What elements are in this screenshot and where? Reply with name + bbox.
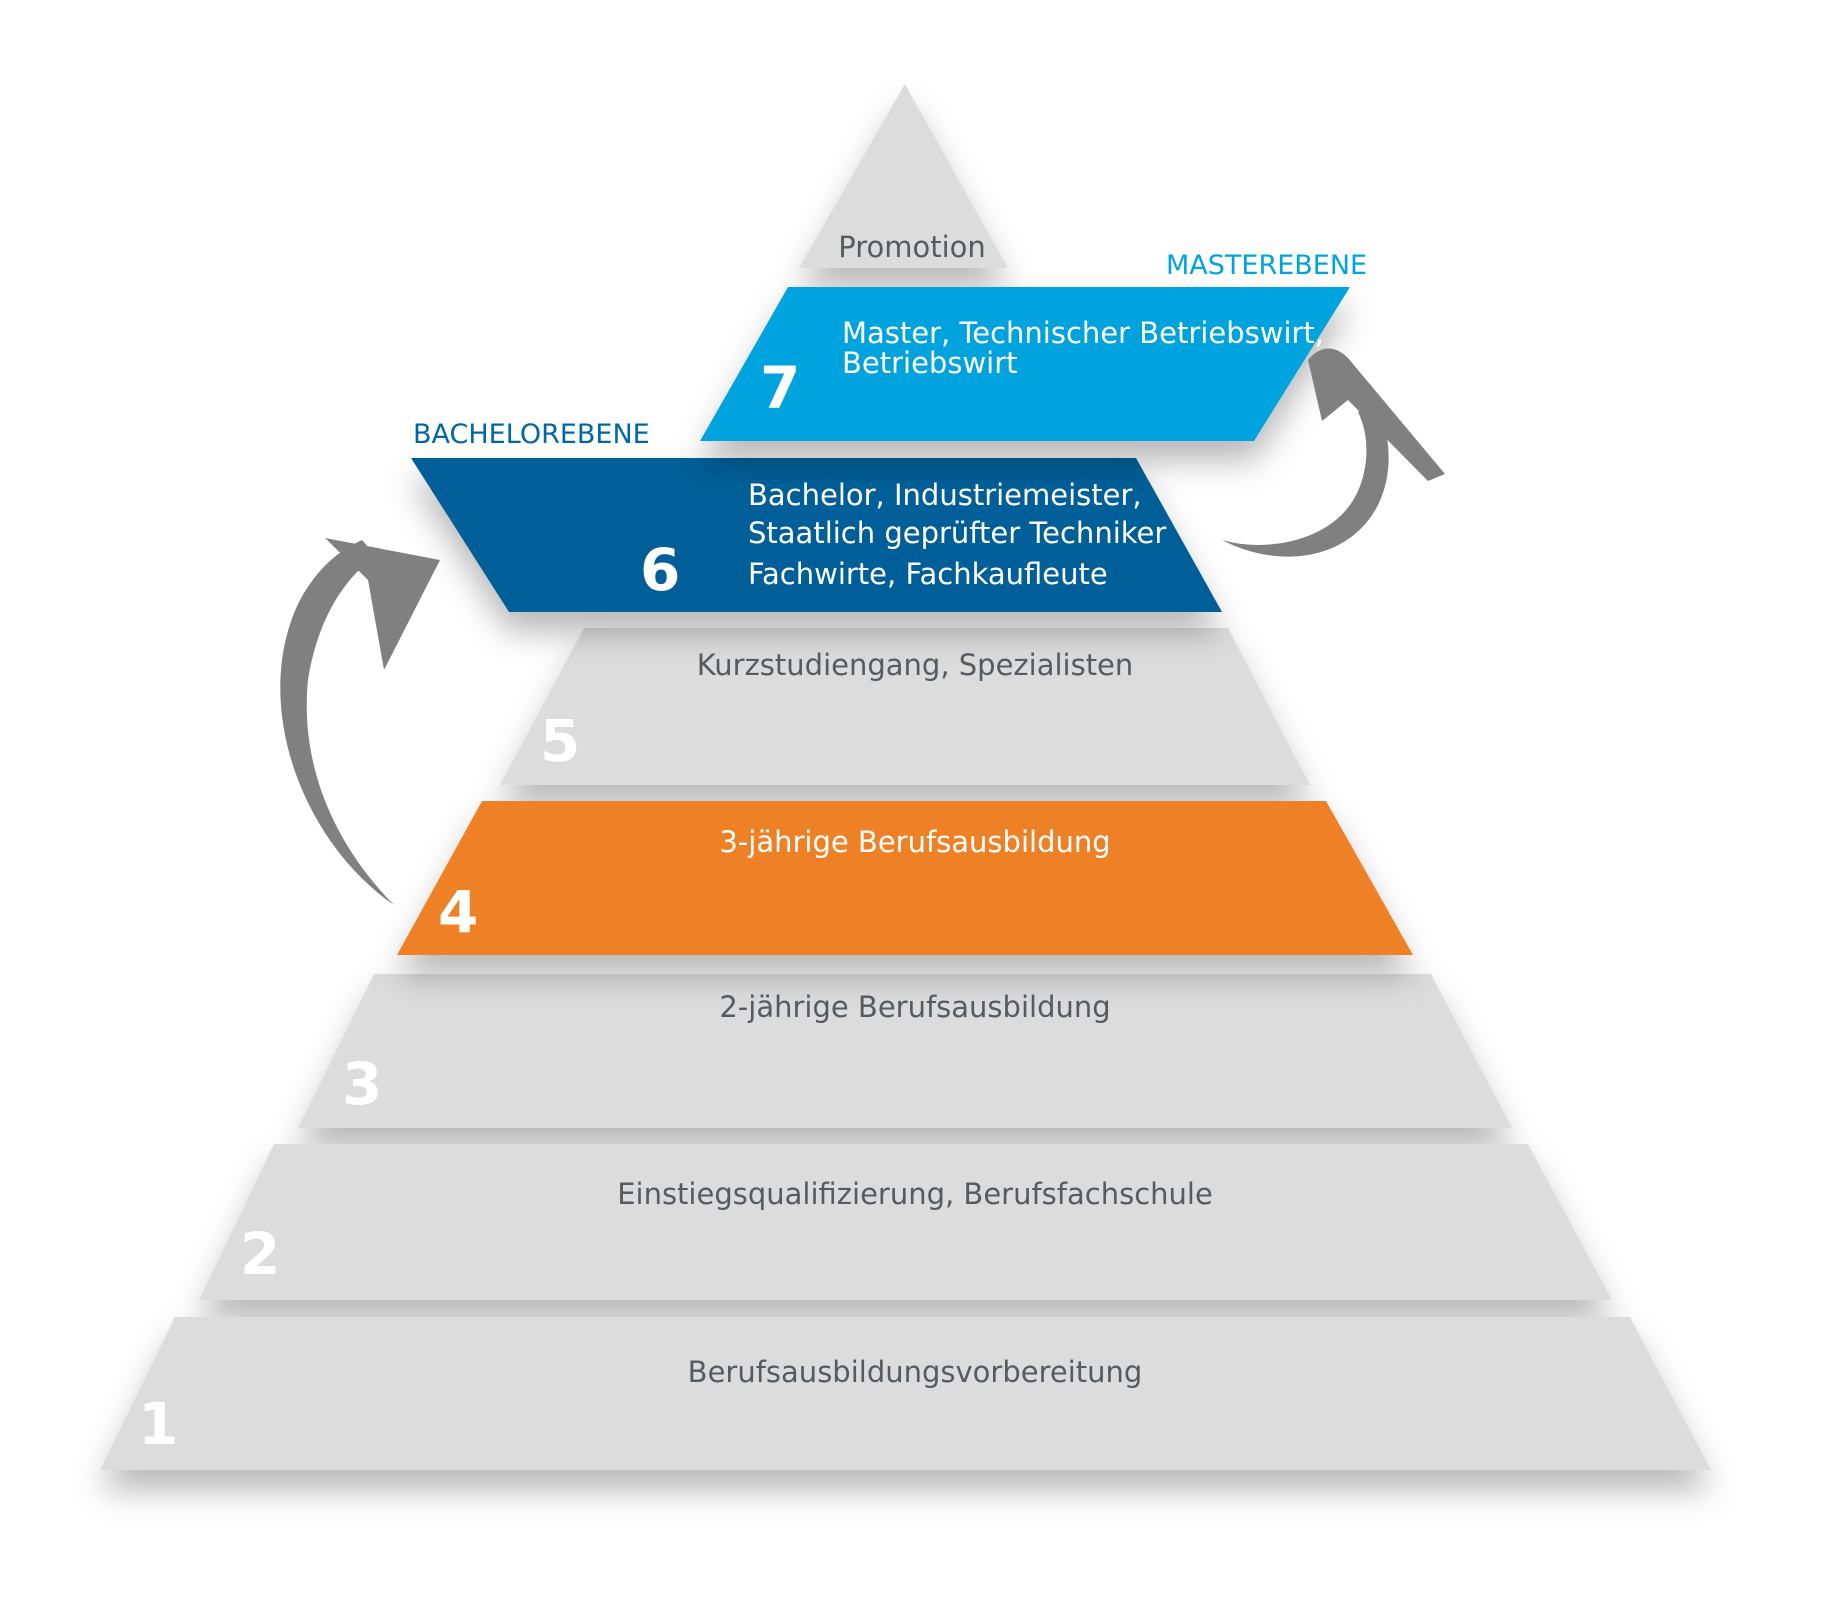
arrow-left-curved-icon bbox=[280, 538, 440, 905]
level-4-number: 4 bbox=[438, 878, 479, 946]
level-6-label-line-1: Bachelor, Industriemeister, bbox=[748, 478, 1142, 512]
level-2-number: 2 bbox=[240, 1220, 281, 1288]
level-2-shape bbox=[199, 1144, 1612, 1300]
level-1-shape bbox=[100, 1317, 1711, 1470]
level-3-shape bbox=[298, 974, 1512, 1128]
level-6-label-line-2: Staatlich geprüfter Techniker bbox=[748, 516, 1167, 550]
tag-masterebene: MASTEREBENE bbox=[1166, 250, 1368, 281]
level-5-label: Kurzstudiengang, Spezialisten bbox=[696, 648, 1134, 682]
level-4-shape bbox=[397, 801, 1413, 955]
level-5-shape bbox=[500, 628, 1310, 785]
level-6-label-line-3: Fachwirte, Fachkaufleute bbox=[748, 557, 1108, 591]
level-1-number: 1 bbox=[138, 1390, 179, 1458]
level-7-shape bbox=[700, 287, 1350, 441]
level-1-label: Berufsausbildungsvorbereitung bbox=[687, 1355, 1143, 1389]
level-promotion-shape bbox=[799, 84, 1008, 268]
level-5-number: 5 bbox=[540, 707, 581, 775]
level-6-number: 6 bbox=[640, 536, 681, 604]
level-promotion-label: Promotion bbox=[838, 230, 986, 264]
level-7-label-line-1: Master, Technischer Betriebswirt, bbox=[842, 316, 1325, 350]
arrow-right-curved-icon bbox=[1222, 348, 1445, 557]
tag-bachelorebene: BACHELOREBENE bbox=[413, 419, 650, 450]
level-4-label: 3-jährige Berufsausbildung bbox=[719, 825, 1111, 859]
level-2-label: Einstiegsqualifizierung, Berufsfachschul… bbox=[617, 1177, 1213, 1211]
level-6-shape bbox=[411, 458, 1222, 612]
level-7-label-line-2: Betriebswirt bbox=[842, 346, 1018, 380]
level-3-number: 3 bbox=[342, 1050, 383, 1118]
level-3-label: 2-jährige Berufsausbildung bbox=[719, 990, 1111, 1024]
level-7-number: 7 bbox=[760, 354, 801, 422]
